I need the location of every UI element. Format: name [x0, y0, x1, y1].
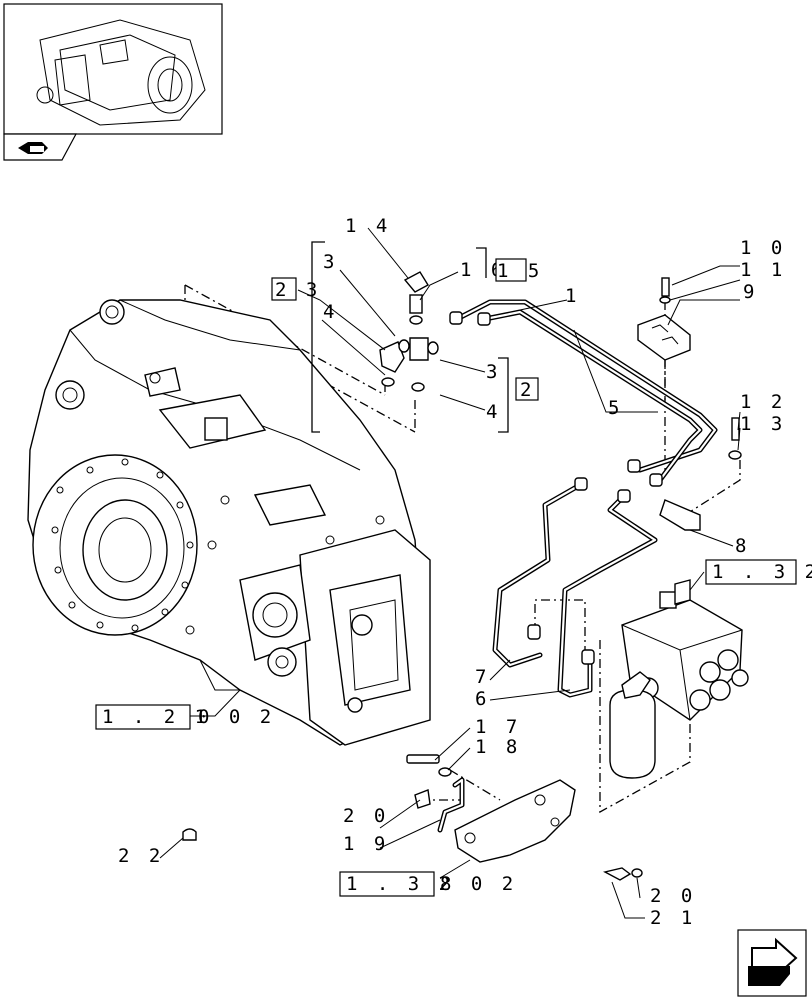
- callout-21: 2 1: [650, 907, 696, 929]
- callout-1: 1: [565, 285, 580, 307]
- leader-lines: [159, 227, 741, 919]
- callout-19: 1 9: [343, 833, 389, 855]
- callout-8: 8: [735, 535, 750, 557]
- callout-18: 1 8: [475, 736, 521, 758]
- nav-badge[interactable]: [3, 133, 78, 161]
- callout-9: 9: [743, 281, 758, 303]
- section-ref-1-32-lower-boxed: 1 . 3 2: [346, 873, 454, 895]
- section-ref-1-32-upper-boxed: 1 . 3 2: [712, 561, 812, 583]
- callout-3-left: 3: [323, 251, 338, 273]
- section-ref-1-21[interactable]: 1 . 2 1 0 0 2: [95, 704, 275, 730]
- thumbnail-image: [36, 19, 206, 126]
- pipe-clamp: [637, 277, 742, 531]
- callout-14: 1 4: [345, 215, 391, 237]
- callout-22: 2 2: [118, 845, 164, 867]
- callout-3-right: 3: [486, 361, 501, 383]
- callout-5: 5: [608, 397, 623, 419]
- boxed-reference-2[interactable]: 2: [515, 377, 539, 401]
- section-ref-1-21-suffix: 0 0 2: [198, 706, 275, 728]
- flange-bolts: [51, 458, 194, 632]
- callout-7: 7: [475, 666, 490, 688]
- section-ref-1-21-boxed: 1 . 2 1: [102, 706, 210, 728]
- callout-4-left: 4: [323, 301, 338, 323]
- valve-block: [609, 579, 749, 779]
- thumbnail[interactable]: [3, 3, 223, 135]
- callout-labels: 1 4 1 6 1 3 4 3 4 5 1 0 1 1 9 1 2 1 3 8 …: [118, 215, 786, 929]
- callout-12: 1 2: [740, 391, 786, 413]
- callout-11: 1 1: [740, 259, 786, 281]
- section-ref-1-32-lower[interactable]: 1 . 3 2 8 0 2: [339, 871, 517, 897]
- fittings-group: [379, 271, 439, 392]
- callout-6: 6: [475, 688, 490, 710]
- boxed-reference-15-text: 1 5: [497, 260, 543, 282]
- section-ref-1-32-upper[interactable]: 1 . 3 2: [705, 559, 812, 585]
- transmission-housing: [27, 299, 431, 746]
- section-ref-1-32-lower-suffix: 8 0 2: [440, 873, 517, 895]
- boxed-reference-23[interactable]: 2 3: [271, 277, 321, 301]
- group-brackets: [311, 241, 509, 433]
- callout-10: 1 0: [740, 237, 786, 259]
- callout-20-right: 2 0: [650, 885, 696, 907]
- callout-13: 1 3: [740, 413, 786, 435]
- nav-badge-icon: [18, 142, 48, 154]
- callout-16: 1 6: [460, 259, 506, 281]
- callout-17: 1 7: [475, 716, 521, 738]
- support-bracket: [182, 754, 643, 881]
- callout-20-left: 2 0: [343, 805, 389, 827]
- callout-4-right: 4: [486, 401, 501, 423]
- next-page-button[interactable]: [737, 929, 807, 997]
- next-page-arrow-icon: [748, 937, 798, 986]
- boxed-reference-2-text: 2: [520, 379, 535, 401]
- hydraulic-pipes: [449, 299, 718, 698]
- boxed-reference-23-text: 2 3: [275, 279, 321, 301]
- boxed-reference-15[interactable]: 1 5: [495, 258, 543, 282]
